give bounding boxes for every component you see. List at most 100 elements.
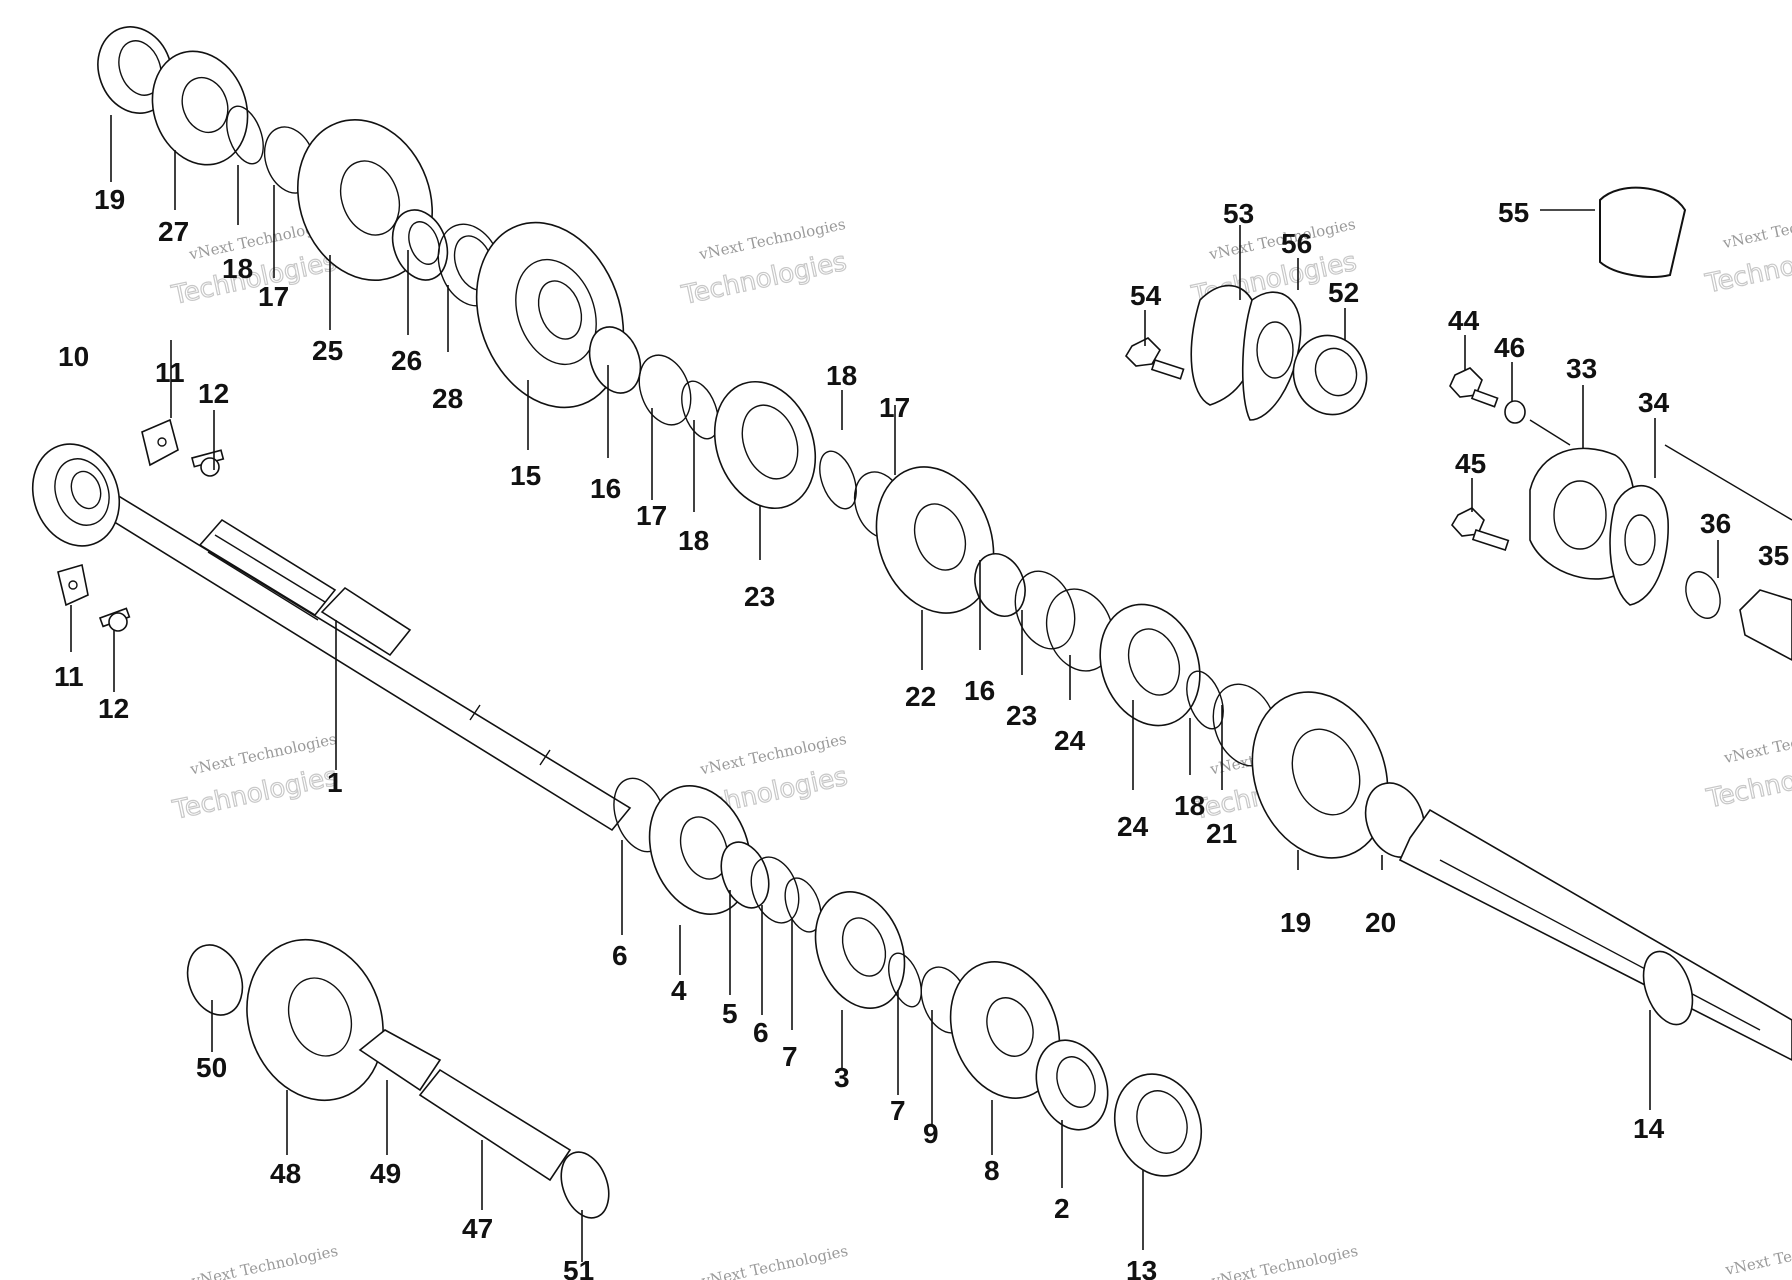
- leader-lines: [70, 115, 1719, 1262]
- part-gear: [1251, 691, 1389, 859]
- part-shaft-end: [1739, 589, 1792, 661]
- callout-30: 28: [432, 383, 463, 414]
- callout-11: 11: [54, 661, 84, 692]
- callout-45: 45: [1455, 448, 1486, 479]
- callout-56: 56: [1281, 228, 1312, 259]
- callout-19: 19: [1280, 907, 1311, 938]
- parts-layer: [31, 26, 1792, 1219]
- callout-33: 33: [1566, 353, 1597, 384]
- callout-49: 49: [370, 1158, 401, 1189]
- part-oil-seal: [1292, 334, 1368, 416]
- watermark-text: vNext Technologies: [699, 1242, 849, 1280]
- callout-4: 4: [671, 975, 687, 1006]
- part-gear: [475, 221, 625, 409]
- callout-14: 14: [1633, 1113, 1665, 1144]
- part-circlip: [638, 354, 719, 440]
- callout-17: 17: [879, 392, 910, 423]
- callout-35: 35: [1758, 540, 1789, 571]
- callout-7: 7: [890, 1095, 906, 1126]
- callout-11: 11: [155, 357, 185, 388]
- part-bushing: [720, 841, 822, 933]
- callout-54: 54: [1130, 280, 1162, 311]
- part-cap: [1599, 186, 1687, 278]
- callout-7: 7: [782, 1041, 798, 1072]
- part-counter-shaft: [1398, 808, 1792, 1061]
- part-bolt: [1449, 367, 1510, 552]
- callout-13: 13: [1126, 1255, 1157, 1280]
- part-gear: [875, 466, 995, 614]
- watermark-text: vNext Technologies: [1720, 204, 1792, 253]
- callout-18: 18: [826, 360, 857, 391]
- callout-55: 55: [1498, 197, 1529, 228]
- part-gasket: [1609, 484, 1669, 606]
- callout-16: 16: [964, 675, 995, 706]
- callout-10: 10: [58, 341, 89, 372]
- part-bolt: [98, 449, 225, 632]
- callout-24: 24: [1054, 725, 1086, 756]
- callout-17: 17: [258, 281, 289, 312]
- part-bearing: [1113, 1073, 1203, 1177]
- callout-47: 47: [462, 1213, 493, 1244]
- callout-12: 12: [98, 693, 129, 724]
- callout-8: 8: [984, 1155, 1000, 1186]
- part-collar: [358, 1029, 610, 1219]
- callout-50: 50: [196, 1052, 227, 1083]
- part-gear: [246, 938, 384, 1102]
- callout-22: 22: [905, 681, 936, 712]
- callout-23: 23: [1006, 700, 1037, 731]
- callout-26: 24: [1117, 811, 1149, 842]
- callout-17: 17: [636, 500, 667, 531]
- callout-44: 44: [1448, 305, 1480, 336]
- part-bushing: [186, 944, 244, 1016]
- part-gear: [713, 380, 817, 510]
- callout-6: 6: [753, 1017, 769, 1048]
- callout-labels: 19 27 18 17 25 26 28 15 16 17 18 23 18 1…: [54, 184, 1789, 1280]
- callout-29: 27: [158, 216, 189, 247]
- callout-18: 18: [1174, 790, 1205, 821]
- callout-12: 12: [198, 378, 229, 409]
- part-gear: [1099, 603, 1201, 727]
- part-gear: [1035, 1039, 1109, 1131]
- callout-46: 46: [1494, 332, 1525, 363]
- part-washer: [1504, 400, 1526, 424]
- watermark-text: vNext Technologies: [189, 1242, 339, 1280]
- part-cover-plate: [1190, 284, 1302, 421]
- callout-21: 21: [1206, 818, 1237, 849]
- callout-18: 18: [678, 525, 709, 556]
- callout-31: 19: [94, 184, 125, 215]
- callout-34: 34: [1638, 387, 1670, 418]
- callout-36: 36: [1700, 508, 1731, 539]
- callout-6: 6: [612, 940, 628, 971]
- callout-16: 16: [590, 473, 621, 504]
- callout-3: 3: [834, 1062, 850, 1093]
- callout-51: 51: [563, 1255, 594, 1280]
- callout-15: 15: [510, 460, 541, 491]
- callout-52: 52: [1328, 277, 1359, 308]
- callout-18: 18: [222, 253, 253, 284]
- part-lock-plate: [57, 418, 179, 607]
- part-gear: [949, 961, 1061, 1099]
- part-hub: [151, 50, 249, 166]
- callout-1: 1: [327, 767, 343, 798]
- part-needle-bearing: [391, 209, 449, 281]
- part-bolt: [1124, 337, 1185, 380]
- callout-25: 23: [744, 581, 775, 612]
- part-bearing: [31, 443, 121, 547]
- part-thrust-washer: [1014, 570, 1115, 672]
- callout-48: 48: [270, 1158, 301, 1189]
- watermark-text: vNext Technologies: [1721, 718, 1792, 767]
- callout-53: 53: [1223, 198, 1254, 229]
- callout-9: 9: [923, 1118, 939, 1149]
- part-circlip: [1685, 571, 1721, 619]
- part-needle-bearing: [974, 553, 1026, 617]
- callout-2: 2: [1054, 1193, 1070, 1224]
- part-needle-bearing: [588, 326, 642, 394]
- callout-5: 5: [722, 998, 738, 1029]
- watermark-text: vNext Technologies: [1723, 1230, 1792, 1279]
- part-gear: [814, 891, 906, 1009]
- part-main-shaft: [93, 490, 632, 832]
- callout-27: 25: [312, 335, 343, 366]
- callout-28: 26: [391, 345, 422, 376]
- watermark-text: vNext Technologies: [1209, 1242, 1359, 1280]
